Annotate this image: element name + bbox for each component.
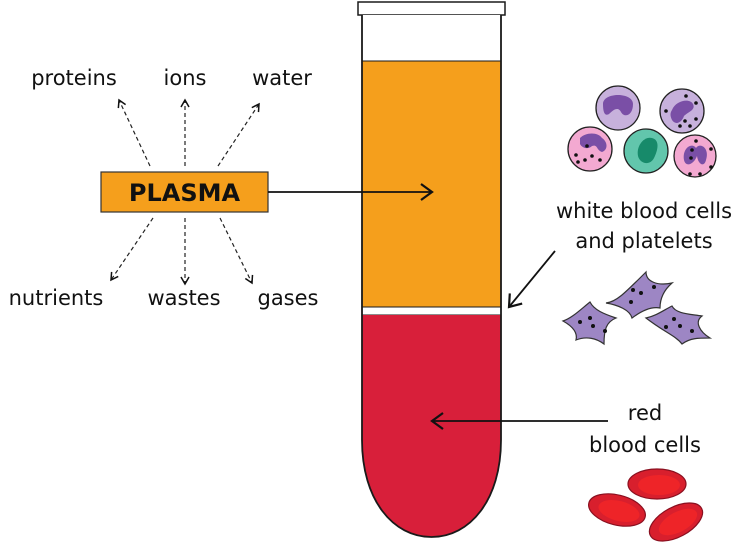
red-cell-layer [362, 315, 501, 537]
label-nutrients: nutrients [9, 286, 104, 310]
tube-outline [361, 15, 502, 538]
rbc [588, 493, 646, 527]
rbc-label-line2: blood cells [589, 433, 701, 457]
arrow-gases [219, 217, 254, 285]
platelets [561, 270, 713, 346]
wbc-eosinophil [567, 126, 613, 172]
tube-headspace [362, 15, 501, 61]
wbc-monocyte [595, 85, 641, 131]
label-proteins: proteins [31, 66, 117, 90]
buffy-coat-layer [362, 307, 501, 315]
label-ions: ions [164, 66, 207, 90]
test-tube [357, 1, 506, 538]
platelet [561, 301, 618, 346]
plasma-box: PLASMA [100, 171, 269, 213]
label-wastes: wastes [147, 286, 220, 310]
rbc [627, 468, 687, 500]
white-blood-cells [567, 85, 717, 178]
wbc-neutrophil [673, 134, 717, 178]
rbc [648, 502, 704, 542]
arrow-water [217, 102, 260, 167]
arrow-proteins [117, 98, 151, 167]
rbc-label-line1: red [628, 401, 662, 425]
component-arrows [110, 98, 260, 286]
buffy-coat-arrow [507, 250, 556, 309]
platelet [605, 270, 675, 320]
label-water: water [252, 66, 312, 90]
tube-cap [357, 1, 506, 16]
red-blood-cells [588, 468, 704, 542]
wbc-lymphocyte [623, 128, 669, 174]
wbc-basophil [659, 88, 705, 134]
arrow-nutrients [110, 217, 154, 282]
wbc-label-line1: white blood cells [556, 199, 732, 223]
plasma-layer [362, 61, 501, 307]
label-gases: gases [257, 286, 318, 310]
wbc-label-line2: and platelets [575, 229, 712, 253]
plasma-label: PLASMA [129, 179, 241, 207]
platelet [644, 305, 713, 345]
